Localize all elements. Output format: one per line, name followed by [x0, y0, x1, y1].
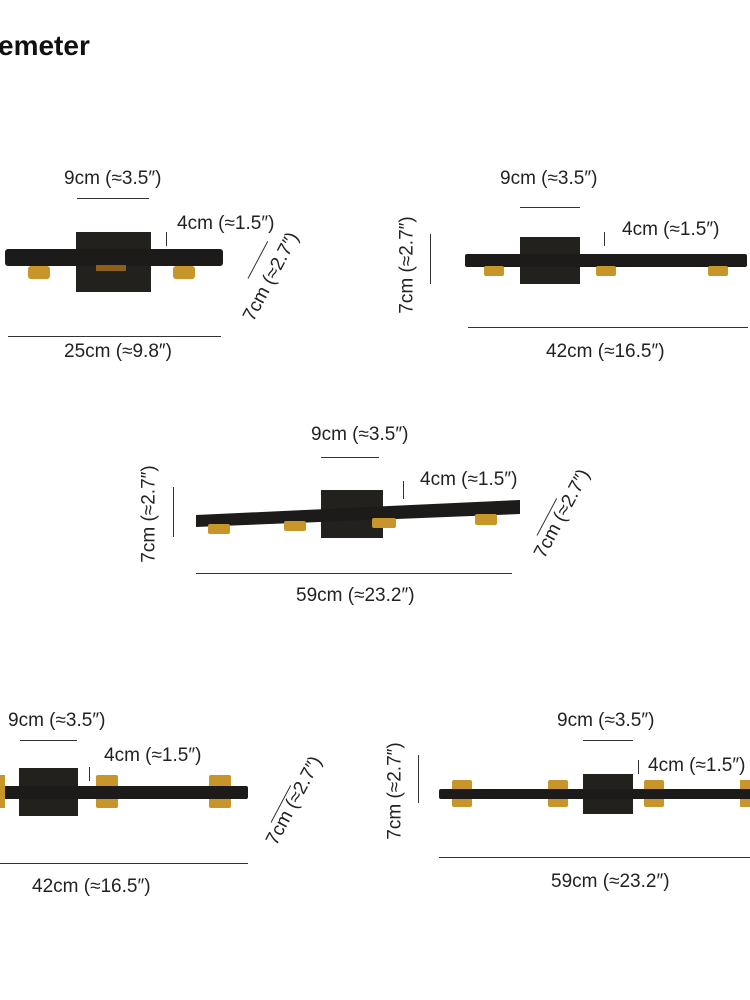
height-line — [418, 755, 419, 803]
depth-line — [89, 767, 90, 781]
plate-width-label: 9cm (≈3.5″) — [64, 168, 162, 189]
total-width-label: 42cm (≈16.5″) — [546, 341, 665, 362]
total-width-line — [8, 336, 221, 337]
plate-width-label: 9cm (≈3.5″) — [557, 710, 655, 731]
depth-label: 4cm (≈1.5″) — [420, 469, 518, 490]
height-label: 7cm (≈2.7″) — [262, 752, 327, 849]
depth-line — [166, 232, 167, 246]
total-width-line — [439, 857, 750, 858]
height-label: 7cm (≈2.7″) — [396, 216, 418, 314]
total-width-line — [468, 327, 748, 328]
total-width-line — [196, 573, 512, 574]
plate-width-line — [321, 457, 379, 458]
plate-width-line — [520, 207, 580, 208]
total-width-label: 59cm (≈23.2″) — [551, 871, 670, 892]
total-width-label: 25cm (≈9.8″) — [64, 341, 172, 362]
depth-label: 4cm (≈1.5″) — [648, 755, 746, 776]
plate-width-line — [77, 198, 149, 199]
plate-width-line — [20, 740, 77, 741]
depth-label: 4cm (≈1.5″) — [104, 745, 202, 766]
plate-width-label: 9cm (≈3.5″) — [311, 424, 409, 445]
plate-width-label: 9cm (≈3.5″) — [8, 710, 106, 731]
depth-line — [638, 760, 639, 774]
total-width-label: 59cm (≈23.2″) — [296, 585, 415, 606]
total-width-label: 42cm (≈16.5″) — [32, 876, 151, 897]
depth-line — [403, 481, 404, 499]
height-line — [173, 487, 174, 537]
height-label: 7cm (≈2.7″) — [138, 465, 160, 563]
depth-label: 4cm (≈1.5″) — [177, 213, 275, 234]
height-label-right: 7cm (≈2.7″) — [530, 465, 595, 562]
height-label: 7cm (≈2.7″) — [384, 742, 406, 840]
page-title: emeter — [0, 30, 90, 61]
total-width-line — [0, 863, 248, 864]
plate-width-label: 9cm (≈3.5″) — [500, 168, 598, 189]
height-line — [430, 234, 431, 284]
plate-width-line — [583, 740, 633, 741]
depth-label: 4cm (≈1.5″) — [622, 219, 720, 240]
depth-line — [604, 232, 605, 246]
